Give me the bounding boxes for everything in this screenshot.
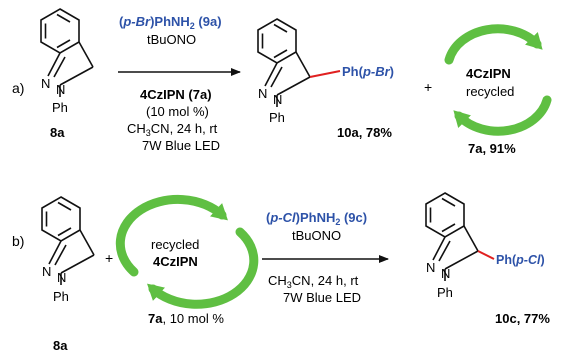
atom-n: N xyxy=(258,86,267,101)
atom-n: N xyxy=(441,266,450,281)
substituent-italic: p-Cl xyxy=(515,253,541,267)
catalyst-loading: 7a, 10 mol % xyxy=(148,311,224,326)
new-bond xyxy=(477,250,495,260)
substrate-8a-structure: N N Ph xyxy=(41,196,95,304)
solvent-part: CH xyxy=(127,121,146,136)
solvent-rest: CN, 24 h, rt xyxy=(151,121,218,136)
new-bond xyxy=(309,70,341,78)
product-10a-structure: N N Ph Ph(p-Br) xyxy=(257,18,394,125)
recycle-icon xyxy=(115,194,259,309)
substituent-prefix: Ph( xyxy=(342,64,364,79)
plus-sign: + xyxy=(105,250,113,266)
substituent-italic: p-Br xyxy=(362,64,391,79)
phenyl-label: Ph xyxy=(52,100,68,115)
compound-id-8a: 8a xyxy=(53,338,68,353)
reagent-italic: p-Br xyxy=(122,14,151,29)
compound-id-8a: 8a xyxy=(50,125,65,140)
reagent-prefix: ( xyxy=(266,210,271,225)
recycle-icon xyxy=(444,24,552,136)
product-10c-structure: N N Ph Ph(p-Cl) xyxy=(425,192,545,300)
substituent-suffix: ) xyxy=(390,64,394,79)
solvent-rest: CN, 24 h, rt xyxy=(292,273,359,288)
atom-n: N xyxy=(41,76,50,91)
row-a-label: a) xyxy=(12,80,24,96)
aryl-substituent: Ph(p-Br) xyxy=(342,64,394,79)
atom-n: N xyxy=(42,264,51,279)
atom-n: N xyxy=(56,82,65,97)
reagent-amine-9c: (p-Cl)PhNH2 (9c) xyxy=(266,210,367,227)
catalyst-recovery: 7a, 91% xyxy=(468,141,516,156)
solvent-subscript: 3 xyxy=(146,128,151,138)
atom-n: N xyxy=(273,92,282,107)
aryl-substituent: Ph(p-Cl) xyxy=(496,253,545,267)
plus-sign: + xyxy=(424,79,432,95)
catalyst-label: 4CzIPN (7a) xyxy=(140,87,212,102)
compound-id-10a: 10a, 78% xyxy=(337,125,392,140)
conditions-light: 7W Blue LED xyxy=(283,290,361,305)
reagent-subscript: 2 xyxy=(335,217,340,227)
catalyst-id: 7a xyxy=(148,311,163,326)
conditions-solvent: CH3CN, 24 h, rt xyxy=(127,121,218,138)
catalyst-amount: , 10 mol % xyxy=(162,311,224,326)
reagent-italic: p-Cl xyxy=(269,210,296,225)
reagent-subscript: 2 xyxy=(190,21,195,31)
catalyst-title: 4CzIPN xyxy=(466,66,511,81)
solvent-subscript: 3 xyxy=(287,280,292,290)
atom-n: N xyxy=(426,260,435,275)
phenyl-label: Ph xyxy=(53,289,69,304)
reagent-id: (9a) xyxy=(195,14,222,29)
catalyst-title: 4CzIPN xyxy=(153,254,198,269)
reagent-amine-9a: (p-Br)PhNH2 (9a) xyxy=(119,14,222,31)
substituent-suffix: ) xyxy=(540,253,544,267)
solvent-part: CH xyxy=(268,273,287,288)
compound-id-10c: 10c, 77% xyxy=(495,311,550,326)
conditions-light: 7W Blue LED xyxy=(142,138,220,153)
phenyl-label: Ph xyxy=(269,110,285,125)
row-b-label: b) xyxy=(12,233,24,249)
reagent-tbuono: tBuONO xyxy=(292,228,341,243)
catalyst-loading: (10 mol %) xyxy=(146,104,209,119)
catalyst-status: recycled xyxy=(466,84,514,99)
reagent-tbuono: tBuONO xyxy=(147,32,196,47)
reagent-body: )PhNH xyxy=(150,14,190,29)
atom-n: N xyxy=(57,270,66,285)
conditions-solvent: CH3CN, 24 h, rt xyxy=(268,273,359,290)
reagent-id: (9c) xyxy=(340,210,367,225)
substituent-prefix: Ph( xyxy=(496,253,517,267)
substrate-8a-structure: N N Ph xyxy=(40,8,94,115)
phenyl-label: Ph xyxy=(437,285,453,300)
reagent-prefix: ( xyxy=(119,14,124,29)
catalyst-status: recycled xyxy=(151,237,199,252)
reagent-body: )PhNH xyxy=(296,210,336,225)
